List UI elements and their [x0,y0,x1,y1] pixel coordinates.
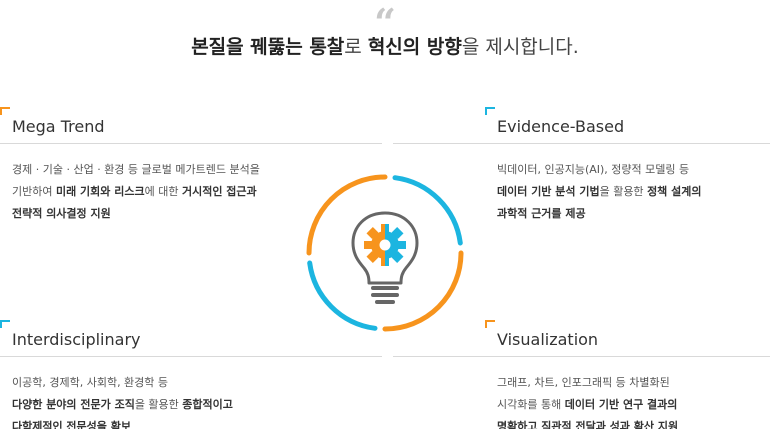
desc-line: 그래프, 차트, 인포그래픽 등 차별화된 [497,376,670,389]
lightbulb-gear-icon [306,174,464,332]
ring-arc-orange-bottom-right [382,250,464,332]
card-divider [393,143,770,144]
card-description: 그래프, 차트, 인포그래픽 등 차별화된 시각화를 통해 데이터 기반 연구 … [497,372,678,429]
bulb-base-tip [375,300,395,304]
desc-line: 데이터 기반 분석 기법을 활용한 정책 설계의 [497,181,702,203]
card-divider [0,143,382,144]
bulb-base-ring [371,286,399,290]
headline-part1: 본질을 꿰뚫는 통찰 [191,36,345,58]
gear-hole [379,239,391,251]
corner-accent [0,320,12,332]
desc-emphasis: 거시적인 접근과 [181,185,257,198]
desc-emphasis: 종합적이고 [182,398,233,411]
desc-emphasis: 미래 기회와 리스크 [55,185,145,198]
corner-accent [0,107,12,119]
desc-line: 명확하고 직관적 전달과 성과 확산 지원 [497,420,679,429]
ring-arc-blue-top-right [392,175,463,246]
card-description: 경제 · 기술 · 산업 · 환경 등 글로벌 메가트렌드 분석을 기반하여 미… [12,159,260,225]
desc-line: 전략적 의사결정 지원 [12,207,111,220]
card-title: Evidence-Based [497,117,625,136]
desc-line: 경제 · 기술 · 산업 · 환경 등 글로벌 메가트렌드 분석을 [12,163,260,176]
gear-half-blue [385,224,406,266]
card-divider [393,356,770,357]
desc-emphasis: 정책 설계의 [647,185,702,198]
desc-text: 에 대한 [144,185,182,198]
quote-mark-icon: “ [374,0,396,45]
desc-text: 기반하여 [12,185,56,198]
desc-line: 기반하여 미래 기회와 리스크에 대한 거시적인 접근과 [12,181,260,203]
card-title: Visualization [497,330,599,349]
desc-text: 을 활용한 [134,398,183,411]
desc-line: 빅데이터, 인공지능(AI), 정량적 모델링 등 [497,163,690,176]
card-divider [0,356,382,357]
headline-part4: 을 제시합니다. [461,36,579,58]
desc-emphasis: 데이터 기반 연구 결과의 [564,398,678,411]
card-title: Mega Trend [12,117,105,136]
desc-text: 을 활용한 [599,185,648,198]
bulb-base-ring [371,293,399,297]
ring-arc-blue-bottom-left [307,260,378,331]
desc-line: 다양한 분야의 전문가 조직을 활용한 종합적이고 [12,394,233,416]
desc-line: 시각화를 통해 데이터 기반 연구 결과의 [497,394,678,416]
card-description: 이공학, 경제학, 사회학, 환경학 등 다양한 분야의 전문가 조직을 활용한… [12,372,233,429]
corner-accent [485,320,497,332]
card-title: Interdisciplinary [12,330,141,349]
desc-line: 이공학, 경제학, 사회학, 환경학 등 [12,376,169,389]
desc-line: 과학적 근거를 제공 [497,207,586,220]
desc-emphasis: 다양한 분야의 전문가 조직 [12,398,135,411]
card-description: 빅데이터, 인공지능(AI), 정량적 모델링 등 데이터 기반 분석 기법을 … [497,159,702,225]
headline-part3: 혁신의 방향 [367,36,462,58]
corner-accent [485,107,497,119]
gear-half-orange [364,224,385,266]
ring-arc-orange-top-left [306,174,388,256]
headline-part2: 로 [344,36,368,58]
desc-line: 다학제적인 전문성을 확보 [12,420,131,429]
desc-text: 시각화를 통해 [497,398,565,411]
page-headline: 본질을 꿰뚫는 통찰로 혁신의 방향을 제시합니다. [0,32,770,59]
desc-emphasis: 데이터 기반 분석 기법 [497,185,600,198]
